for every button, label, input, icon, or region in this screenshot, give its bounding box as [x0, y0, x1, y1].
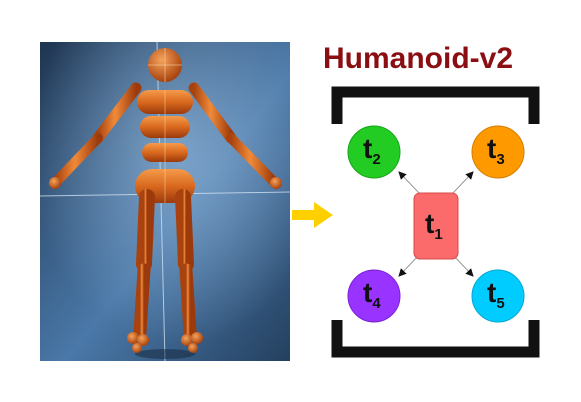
node-t5-label: t5	[487, 277, 505, 312]
node-t5	[471, 269, 525, 323]
arrow-right-icon	[292, 202, 334, 233]
humanoid-robot-render	[40, 42, 290, 361]
task-graph-canvas	[331, 86, 540, 358]
task-graph: t1 t2 t3 t4 t5	[325, 84, 545, 367]
top-bracket	[331, 86, 540, 124]
node-t2	[347, 125, 401, 179]
edge-t1-t3	[451, 171, 474, 195]
diagram-title: Humanoid-v2	[323, 42, 514, 75]
node-t4	[347, 269, 401, 323]
node-t1-label: t1	[425, 208, 443, 243]
humanoid-render-image	[40, 42, 290, 361]
node-t3	[471, 125, 525, 179]
node-t4-label: t4	[363, 277, 381, 312]
node-t2-label: t2	[363, 133, 381, 168]
bottom-bracket	[331, 320, 540, 358]
node-t3-label: t3	[487, 133, 505, 168]
edge-t1-t2	[398, 171, 421, 195]
node-t1	[413, 192, 459, 260]
